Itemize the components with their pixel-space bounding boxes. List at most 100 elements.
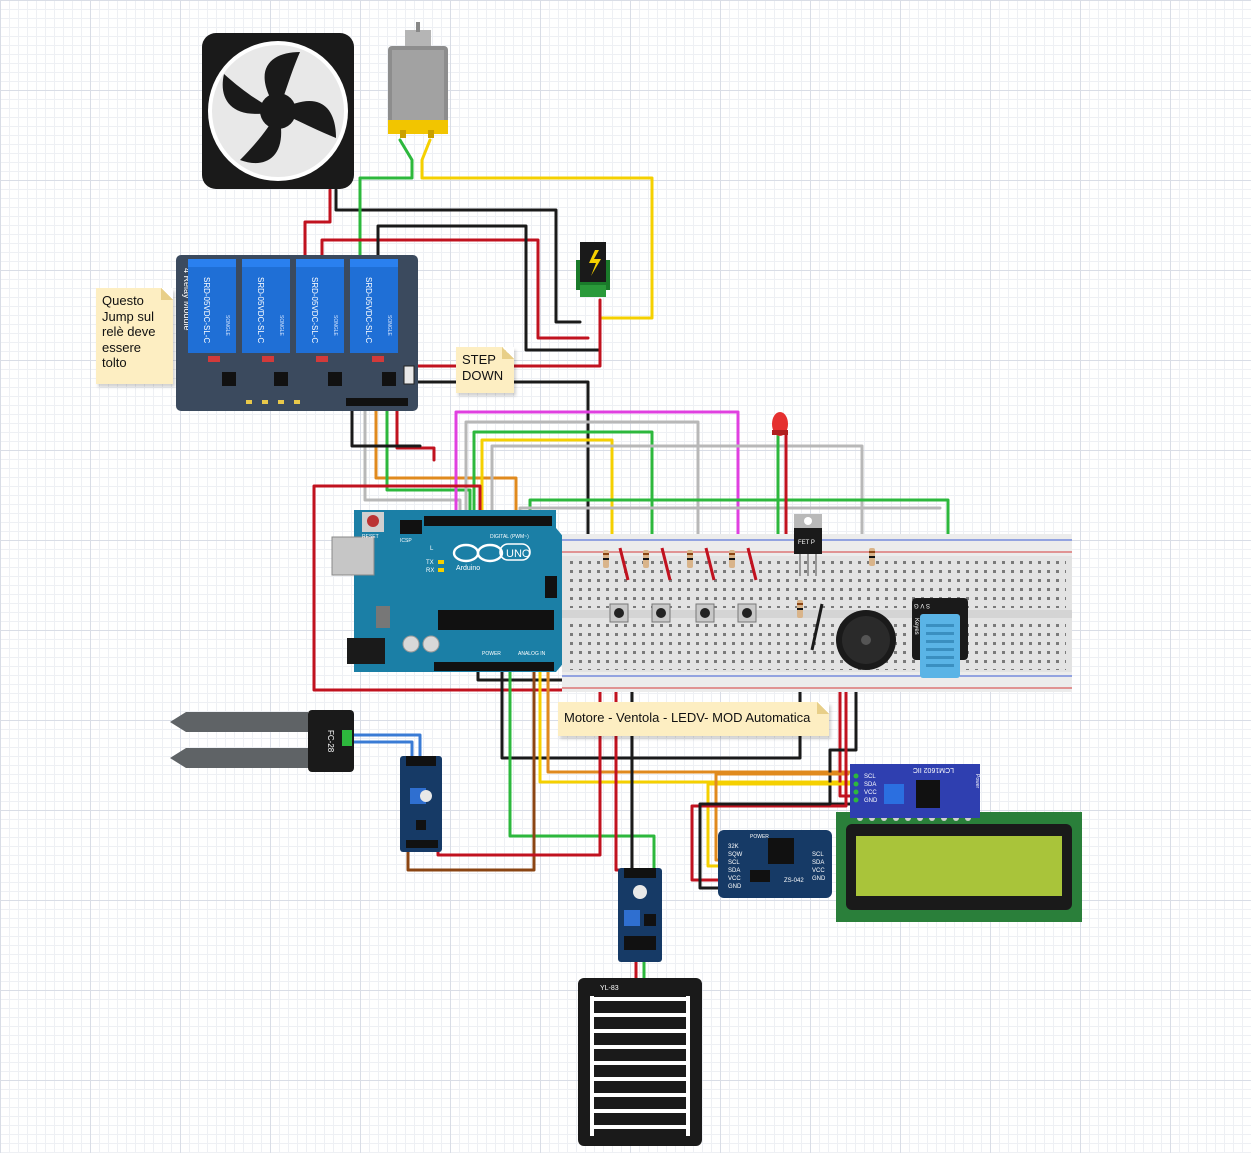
relay-4-model: SRD-05VDC-SL-C — [364, 277, 373, 343]
rtc-power-label: POWER — [750, 834, 769, 840]
soil-probe: FC-28 — [170, 710, 354, 772]
wire-bottom-yellow — [538, 666, 854, 784]
lcd-pin-gnd: GND — [864, 798, 878, 804]
red-led — [772, 412, 788, 436]
wire-fan-black — [334, 188, 582, 324]
wire-fan-red — [303, 188, 332, 264]
dc-motor — [388, 22, 448, 138]
rtc-right-pin-vcc: VCC — [812, 868, 825, 874]
wire-lcd-red — [838, 688, 854, 798]
arduino-analog-label: ANALOG IN — [518, 651, 546, 657]
wire-relay-red-1 — [320, 238, 590, 340]
wire-bottom-orange — [546, 666, 854, 774]
arduino-power-label: POWER — [482, 651, 501, 657]
rain-module — [618, 868, 662, 962]
rtc-pin-gnd: GND — [728, 884, 742, 890]
relay-module: 4 Relay Module SRD-05VDC-SL-C SONGLE SRD… — [176, 255, 418, 411]
relay-2: SRD-05VDC-SL-C SONGLE — [242, 259, 290, 353]
lcd-pin-sda: SDA — [864, 782, 876, 788]
arduino-logo: UNO Arduino — [452, 543, 531, 572]
fan — [202, 33, 354, 189]
wire-bottom-brown — [406, 666, 536, 872]
wire-bottom-green — [508, 666, 656, 872]
rtc-right-pin-sda: SDA — [812, 860, 824, 866]
wire-grey-2 — [464, 420, 700, 562]
wire-motor-green — [358, 138, 414, 264]
arduino-reset-label: RESET — [362, 534, 379, 540]
arduino-tx-label: TX — [426, 560, 434, 566]
relay-3: SRD-05VDC-SL-C SONGLE — [296, 259, 344, 353]
mosfet: FET P — [794, 514, 822, 576]
wire-relay-grey — [363, 403, 462, 522]
arduino-l-label: L — [430, 546, 434, 552]
wire-relay-green — [385, 403, 472, 522]
rtc-right-pin-scl: SCL — [812, 852, 824, 858]
dht-sensor: S V G Keyes — [912, 598, 968, 678]
lcd-backpack-label: LCM1602 IIC — [913, 766, 954, 773]
mosfet-label: FET P — [798, 540, 815, 546]
soil-probe-label: FC-28 — [326, 730, 335, 753]
wire-gnd-red — [312, 484, 592, 692]
note-mode: Motore - Ventola - LEDV- MOD Automatica — [558, 702, 829, 736]
arduino-uno: RESET ICSP DIGITAL (PWM~) UNO Arduino L … — [331, 510, 566, 672]
wire-soil-blue-1 — [348, 733, 422, 762]
lcd-pin-vcc: VCC — [864, 790, 877, 796]
dht-brand-label: Keyes — [913, 618, 919, 635]
relay-1-brand: SONGLE — [224, 315, 230, 337]
note-step-down: STEP DOWN — [456, 347, 514, 393]
relay-2-brand: SONGLE — [278, 315, 284, 337]
relay-blocks: SRD-05VDC-SL-C SONGLE SRD-05VDC-SL-C SON… — [188, 259, 398, 353]
rtc-right-pins: SCL SDA VCC GND — [812, 852, 826, 882]
arduino-brand-label: Arduino — [456, 565, 480, 572]
rtc-pin-sda: SDA — [728, 868, 740, 874]
rtc-pin-sqw: SQW — [728, 852, 743, 858]
wire-relay-red-2 — [395, 403, 436, 462]
arduino-rx-label: RX — [426, 568, 434, 574]
wire-pink — [454, 410, 740, 562]
rtc-module: POWER ZS-042 32K SQW SCL SDA VCC GND SCL… — [718, 830, 832, 898]
lcd-display — [836, 812, 1082, 922]
wire-bottom-black-2 — [500, 638, 802, 760]
lcd-i2c-backpack: LCM1602 IIC Power SCL SDA VCC GND — [850, 764, 980, 818]
rtc-left-pins: 32K SQW SCL SDA VCC GND — [728, 844, 743, 890]
dc-jack — [576, 242, 610, 297]
rtc-pin-vcc: VCC — [728, 876, 741, 882]
rain-sensor-label: YL-83 — [600, 985, 619, 992]
relay-4: SRD-05VDC-SL-C SONGLE — [350, 259, 398, 353]
relay-3-model: SRD-05VDC-SL-C — [310, 277, 319, 343]
rtc-right-pin-gnd: GND — [812, 876, 826, 882]
rain-sensor: YL-83 — [578, 978, 702, 1146]
arduino-digital-label: DIGITAL (PWM~) — [490, 534, 529, 540]
rtc-model-label: ZS-042 — [784, 878, 804, 884]
relay-2-model: SRD-05VDC-SL-C — [256, 277, 265, 343]
relay-4-brand: SONGLE — [386, 315, 392, 337]
wire-grey-3 — [490, 444, 864, 562]
wire-lcd-yellow — [706, 782, 854, 868]
wire-soil-blue-2 — [348, 740, 414, 762]
wire-grey-4 — [518, 506, 942, 522]
lcd-backpack-power-label: Power — [974, 774, 980, 789]
arduino-model-label: UNO — [506, 548, 531, 560]
wire-rtc-black — [698, 802, 832, 890]
wire-relay-black-1 — [376, 224, 602, 352]
relay-1-model: SRD-05VDC-SL-C — [202, 277, 211, 343]
relay-module-title: 4 Relay Module — [182, 268, 192, 331]
wire-green-2 — [472, 430, 654, 562]
arduino-icsp-label: ICSP — [400, 538, 412, 544]
button-resistors — [603, 547, 875, 651]
dht-pins-label: S V G — [914, 602, 930, 608]
buzzer — [836, 610, 896, 670]
wire-relay-orange — [374, 403, 518, 522]
push-buttons — [609, 603, 757, 623]
wires — [303, 138, 1048, 987]
rtc-pin-32k: 32K — [728, 844, 739, 850]
wire-lcd-black — [828, 688, 858, 806]
note-relay-jumper: Questo Jump sul relè deve essere tolto — [96, 288, 173, 384]
lcd-pin-scl: SCL — [864, 774, 876, 780]
lcd-pins: SCL SDA VCC GND — [864, 774, 878, 804]
soil-module — [400, 756, 442, 852]
rtc-pin-scl: SCL — [728, 860, 740, 866]
wire-motor-yellow — [420, 138, 654, 320]
relay-1: SRD-05VDC-SL-C SONGLE — [188, 259, 236, 353]
